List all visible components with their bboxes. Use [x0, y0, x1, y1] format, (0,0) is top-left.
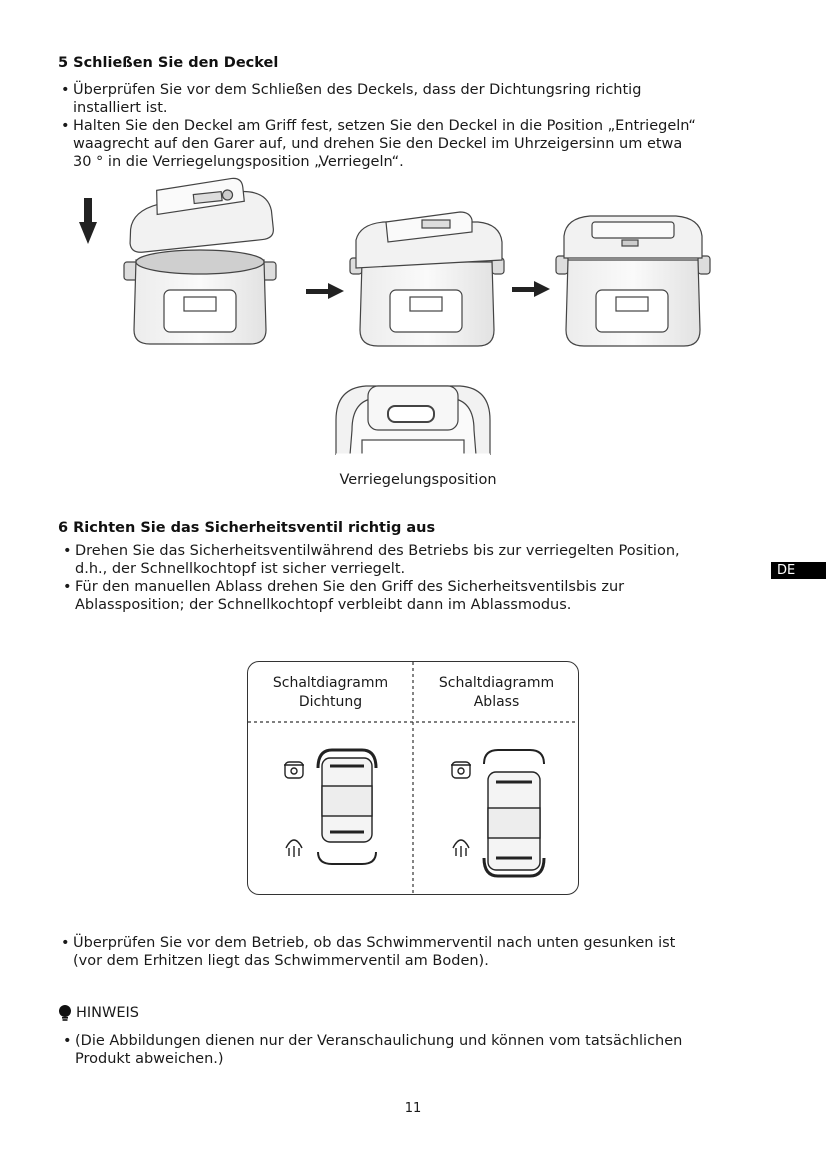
- lock-position-closeup-illustration: [335, 385, 491, 457]
- float-valve-bullet: Überprüfen Sie vor dem Betrieb, ob das S…: [58, 934, 778, 970]
- bullet-check-seal: Überprüfen Sie vor dem Schließen des Dec…: [58, 81, 778, 117]
- pot-lid-unlocked-illustration: [349, 211, 505, 347]
- bullet-manual-release: Für den manuellen Ablass drehen Sie den …: [60, 578, 760, 614]
- language-tab: DE: [771, 562, 826, 579]
- valve-switch-diagram: Schaltdiagramm Dichtung Schaltdiagramm A…: [247, 661, 579, 895]
- bullet-turn-valve-locked: Drehen Sie das Sicherheitsventilwährend …: [60, 542, 760, 578]
- steam-release-icon: [285, 839, 303, 857]
- steam-release-icon: [452, 839, 470, 857]
- lock-pot-icon: [284, 761, 304, 779]
- lock-position-caption: Verriegelungsposition: [339, 472, 497, 488]
- valve-release-position: [482, 749, 546, 878]
- note-bullets: (Die Abbildungen dienen nur der Veransch…: [60, 1032, 780, 1068]
- arrow-right-icon: [306, 283, 344, 299]
- page-number: 11: [404, 1101, 422, 1116]
- diagram-title-release: Schaltdiagramm Ablass: [438, 675, 555, 710]
- valve-seal-position: [316, 748, 378, 865]
- section-5-title: 5 Schließen Sie den Deckel: [58, 55, 279, 71]
- note-heading: HINWEIS: [58, 1005, 139, 1021]
- section-6-title: 6 Richten Sie das Sicherheitsventil rich…: [58, 520, 436, 536]
- bullet-close-lid: Halten Sie den Deckel am Griff fest, set…: [58, 117, 778, 171]
- lock-pot-icon: [451, 761, 471, 779]
- pot-lid-locked-illustration: [555, 215, 711, 347]
- lid-closing-illustration: [79, 177, 711, 457]
- section-6-bullets: Drehen Sie das Sicherheitsventilwährend …: [60, 542, 760, 614]
- note-label: HINWEIS: [76, 1005, 140, 1021]
- diagram-title-seal: Schaltdiagramm Dichtung: [272, 675, 389, 710]
- section-5-bullets: Überprüfen Sie vor dem Schließen des Dec…: [58, 81, 778, 171]
- arrow-right-icon: [512, 281, 550, 297]
- lightbulb-icon: [59, 1005, 71, 1021]
- arrow-down-icon: [79, 198, 97, 244]
- pot-lid-open-illustration: [123, 177, 277, 345]
